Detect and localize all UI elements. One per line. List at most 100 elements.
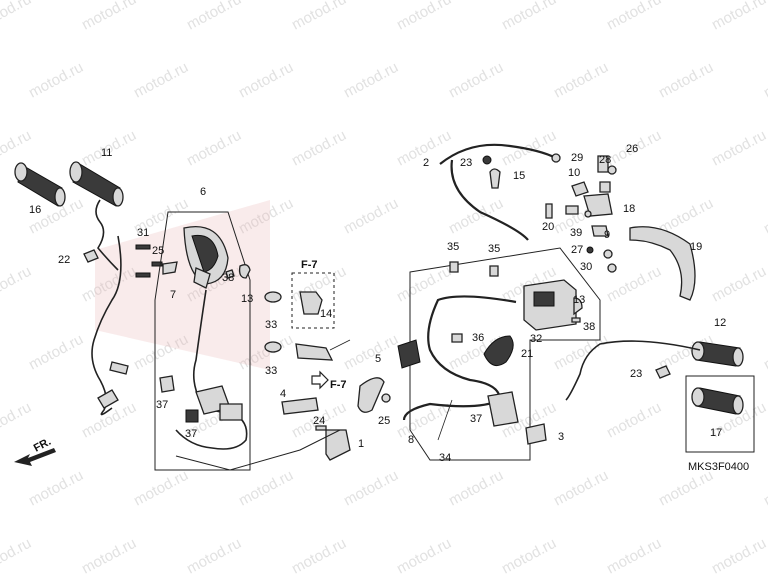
group-8-frame [409, 247, 601, 461]
callout-21: 21 [521, 348, 533, 360]
callout-2: 2 [423, 157, 429, 169]
clip-23-right [655, 365, 671, 379]
callout-6: 6 [200, 186, 206, 198]
watermark-text: motod.ru [289, 0, 349, 34]
callout-9: 9 [604, 229, 610, 241]
callout-37: 37 [470, 413, 482, 425]
callout-13: 13 [573, 294, 585, 306]
cable-end [551, 153, 561, 163]
callout-34: 34 [439, 452, 451, 464]
watermark-text: motod.ru [709, 535, 768, 576]
ref-f7-arrow: F-7 [330, 379, 347, 391]
callout-32: 32 [530, 333, 542, 345]
watermark-text: motod.ru [341, 59, 401, 102]
callout-5: 5 [375, 353, 381, 365]
watermark-text: motod.ru [709, 127, 768, 170]
bracket-4 [281, 397, 319, 415]
left-grip-harness [91, 235, 122, 416]
watermark-text: motod.ru [551, 467, 611, 510]
watermark-text: motod.ru [341, 195, 401, 238]
nut-19 [599, 181, 611, 193]
connector-block [397, 339, 421, 369]
nut-25 [482, 155, 492, 165]
callout-38: 38 [583, 321, 595, 333]
watermark-text: motod.ru [26, 331, 86, 374]
watermark-text: motod.ru [0, 263, 34, 306]
callout-31: 31 [137, 227, 149, 239]
callout-40: 40 [0, 0, 12, 3]
watermark-text: motod.ru [709, 0, 768, 34]
bolt-26 [151, 261, 163, 267]
callout-35: 35 [447, 241, 459, 253]
connector-left-lower [97, 389, 119, 409]
watermark-text: motod.ru [236, 59, 296, 102]
callout-26: 26 [626, 143, 638, 155]
switch-button [533, 291, 555, 307]
connector-38 [487, 391, 519, 427]
washer-30 [603, 249, 613, 259]
callout-13: 13 [241, 293, 253, 305]
screw-41 [225, 269, 235, 279]
callout-10: 10 [568, 167, 580, 179]
connector-39 [159, 375, 175, 393]
grommet-35-upper [264, 291, 282, 303]
watermark-text: motod.ru [394, 0, 454, 34]
bracket-14 [295, 343, 334, 361]
clip-13-left [238, 264, 251, 279]
callout-22: 22 [58, 254, 70, 266]
callout-7: 7 [170, 289, 176, 301]
watermark-text: motod.ru [446, 59, 506, 102]
watermark-text: motod.ru [0, 535, 34, 576]
callout-4: 4 [280, 388, 286, 400]
brake-lever-20 [629, 226, 696, 301]
callout-30: 30 [580, 261, 592, 273]
watermark-text: motod.ru [656, 467, 716, 510]
callout-33: 33 [265, 319, 277, 331]
front-arrow-icon [14, 448, 56, 466]
clip-23-left [83, 249, 99, 263]
callout-33: 33 [265, 365, 277, 377]
callout-19: 19 [690, 241, 702, 253]
callout-3: 3 [558, 431, 564, 443]
watermark-text: motod.ru [499, 0, 559, 34]
bracket-f7 [299, 291, 323, 315]
watermark-text: motod.ru [761, 195, 768, 238]
left-switch-housing-6 [183, 226, 229, 289]
callout-38: 38 [222, 272, 234, 284]
callout-8: 8 [408, 434, 414, 446]
right-grip-17 [691, 387, 744, 415]
callout-20: 20 [542, 221, 554, 233]
clip-13-right [573, 297, 583, 316]
watermark-text: motod.ru [656, 59, 716, 102]
clip-7 [162, 261, 178, 275]
callout-36: 36 [472, 332, 484, 344]
switch-18 [583, 193, 613, 217]
watermark-text: motod.ru [236, 467, 296, 510]
nut-31 [607, 263, 617, 273]
watermark-text: motod.ru [551, 59, 611, 102]
bolt-33-lower [135, 272, 151, 278]
bracket-5 [357, 377, 385, 413]
heated-grip-11 [69, 161, 124, 271]
watermark-text: motod.ru [761, 59, 768, 102]
connector-left-mid [109, 361, 129, 375]
watermark-text: motod.ru [604, 0, 664, 34]
ref-f7-top: F-7 [301, 259, 318, 271]
callout-16: 16 [29, 204, 41, 216]
bolt-27 [381, 393, 391, 403]
cable-36 [437, 399, 453, 441]
callout-18: 18 [623, 203, 635, 215]
callout-29: 29 [571, 152, 583, 164]
callout-12: 12 [714, 317, 726, 329]
diagram-code: MKS3F0400 [688, 461, 749, 473]
watermark-text: motod.ru [0, 399, 34, 442]
callout-37: 37 [156, 399, 168, 411]
watermark-text: motod.ru [131, 467, 191, 510]
callout-11: 11 [101, 147, 112, 159]
callout-35: 35 [488, 243, 500, 255]
f7-top-frame [291, 272, 335, 329]
callout-24: 24 [313, 415, 325, 427]
callout-14: 14 [320, 308, 332, 320]
